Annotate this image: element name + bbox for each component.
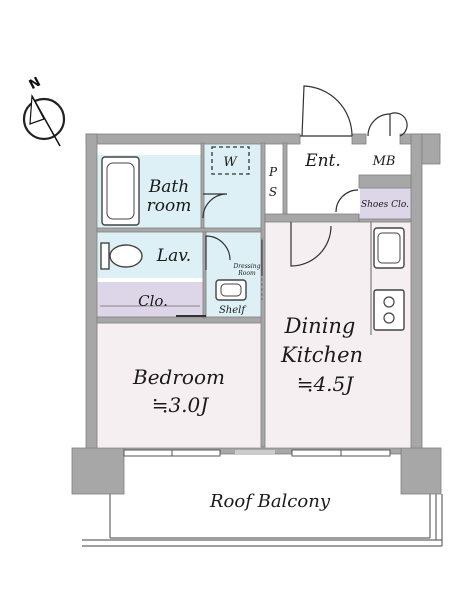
label-lavatory: Lav.	[156, 246, 191, 266]
wall-closet-bedroom	[96, 316, 263, 324]
doors	[176, 85, 408, 317]
label-ps-line2: S	[269, 185, 277, 199]
wall-shoes-bottom	[358, 218, 412, 223]
dining-door	[290, 222, 332, 267]
toilet-bowl	[109, 244, 143, 268]
wall-right-notch	[421, 133, 441, 165]
shoes-closet-door	[335, 189, 359, 213]
compass-ring	[22, 97, 66, 141]
bathroom-door	[202, 193, 228, 219]
washer-box	[211, 146, 250, 175]
label-bath-line1: Bath	[148, 177, 189, 197]
wall-left	[85, 133, 98, 453]
compass-axis	[31, 95, 61, 147]
closet-floor	[97, 282, 206, 317]
toilet-tank	[100, 242, 110, 270]
bedroom-floor	[97, 323, 262, 447]
meter-box-floor	[367, 143, 401, 175]
pillar-left	[71, 447, 125, 495]
mb-door-left	[367, 113, 391, 137]
label-shoes-closet: Shoes Clo.	[361, 200, 409, 210]
washer-area-floor	[201, 143, 262, 228]
wall-top-mid	[351, 133, 367, 145]
wall-lav-dressing	[202, 231, 207, 319]
label-entrance: Ent.	[304, 151, 341, 171]
wall-right	[410, 133, 423, 453]
label-balcony: Roof Balcony	[209, 491, 331, 512]
label-meter-box: MB	[372, 154, 396, 169]
label-closet: Clo.	[138, 292, 168, 310]
label-washer: W	[223, 155, 238, 170]
label-dining-area: ≒4.5J	[297, 372, 355, 396]
entrance-floor	[287, 143, 360, 214]
pillar-right	[400, 447, 442, 495]
lavatory-door	[205, 235, 231, 270]
label-dressing-line1: Dressing	[232, 263, 260, 270]
shoes-closet-floor	[359, 188, 411, 219]
wall-bath-lav	[96, 227, 263, 233]
wall-top-left	[85, 133, 301, 145]
label-ps-line1: P	[268, 165, 278, 179]
label-dining-line1: Dining	[284, 314, 356, 338]
label-dining-line2: Kitchen	[280, 343, 363, 367]
sink	[215, 279, 247, 301]
wall-center-vertical	[260, 142, 266, 448]
stove	[373, 289, 405, 331]
label-bedroom-area: ≒3.0J	[152, 393, 210, 417]
kitchen-sink	[373, 227, 405, 269]
balcony	[82, 494, 443, 547]
north-label: N	[27, 75, 44, 93]
wall-entrance-bottom	[264, 213, 360, 223]
wall-bath-washer	[200, 142, 205, 229]
compass: N	[22, 75, 66, 147]
label-shelf: Shelf	[219, 305, 247, 316]
label-bedroom: Bedroom	[132, 365, 225, 389]
fixtures	[100, 146, 405, 335]
mb-door-right	[389, 112, 408, 137]
room-labels: Bath room W P S Ent. MB Shoes Clo. Lav. …	[132, 151, 409, 512]
windows	[123, 449, 391, 457]
label-dressing-line2: Room	[237, 270, 256, 277]
dressing-room-floor	[206, 232, 262, 276]
entrance-door	[300, 85, 353, 137]
label-bath-line2: room	[147, 196, 192, 216]
wall-mb-bottom	[358, 174, 412, 189]
bathtub	[101, 156, 140, 226]
wall-entrance-left	[282, 142, 288, 215]
